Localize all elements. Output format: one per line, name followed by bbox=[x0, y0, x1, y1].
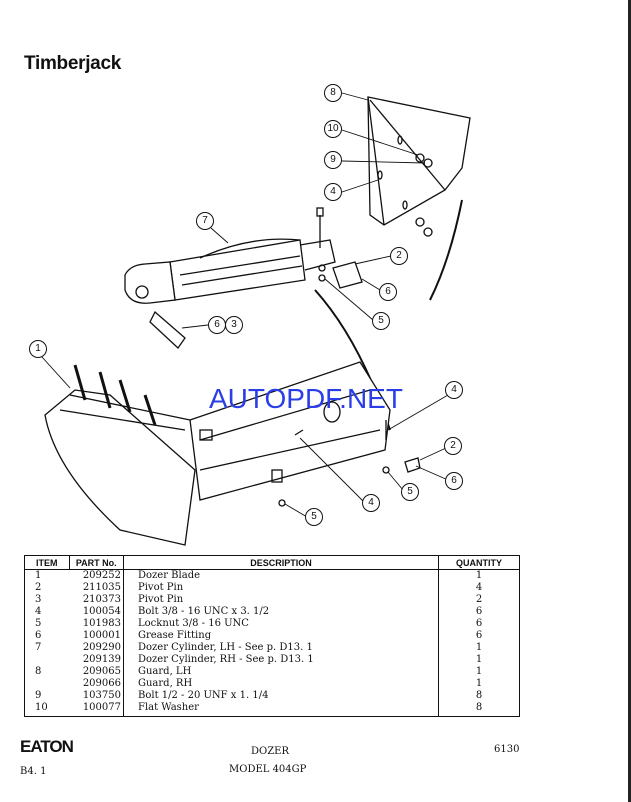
cell-qty: 6 bbox=[438, 618, 520, 630]
table-row: 209139 Dozer Cylinder, RH - See p. D13. 1… bbox=[24, 654, 520, 666]
header-item: ITEM bbox=[24, 555, 70, 570]
cell-item: 7 bbox=[24, 642, 69, 654]
cell-desc: Dozer Cylinder, RH - See p. D13. 1 bbox=[138, 654, 314, 665]
cell-desc: Guard, LH bbox=[138, 666, 192, 677]
callout-5: 5 bbox=[401, 483, 419, 501]
cell-item: 3 bbox=[24, 594, 69, 606]
cell-qty: 1 bbox=[438, 654, 520, 666]
guard-drawing bbox=[367, 96, 471, 226]
cell-part: 209252 bbox=[69, 569, 124, 582]
cell-qty: 4 bbox=[438, 582, 520, 594]
callout-4: 4 bbox=[445, 381, 463, 399]
watermark: AUTOPDF.NET bbox=[209, 383, 403, 414]
cell-desc: Pivot Pin bbox=[138, 582, 184, 593]
cell-part: 210373 bbox=[69, 594, 124, 606]
page-reference: B4. 1 bbox=[20, 766, 47, 777]
callout-3: 3 bbox=[225, 316, 243, 334]
cell-qty: 1 bbox=[438, 642, 520, 654]
brand-title: Timberjack bbox=[24, 53, 121, 74]
callout-8: 8 bbox=[324, 84, 342, 102]
callout-1: 1 bbox=[29, 340, 47, 358]
cell-desc: Bolt 3/8 - 16 UNC x 3. 1/2 bbox=[138, 606, 270, 617]
cell-item: 1 bbox=[24, 569, 69, 582]
callout-7: 7 bbox=[196, 212, 214, 230]
cell-part: 100077 bbox=[69, 702, 124, 717]
cell-desc: Bolt 1/2 - 20 UNF x 1. 1/4 bbox=[138, 690, 269, 701]
page-edge bbox=[628, 0, 631, 802]
callout-4: 4 bbox=[324, 183, 342, 201]
cell-qty: 1 bbox=[438, 678, 520, 690]
cell-item: 9 bbox=[24, 690, 69, 702]
cell-part: 100054 bbox=[69, 606, 124, 618]
cell-qty: 8 bbox=[438, 690, 520, 702]
callout-6: 6 bbox=[445, 472, 463, 490]
callout-9: 9 bbox=[324, 151, 342, 169]
section-title: DOZER bbox=[251, 746, 289, 757]
callout-2: 2 bbox=[444, 437, 462, 455]
cell-item: 5 bbox=[24, 618, 69, 630]
cell-item: 8 bbox=[24, 666, 69, 678]
eaton-logo: EATON bbox=[20, 737, 74, 756]
exploded-parts-diagram bbox=[41, 92, 471, 546]
table-row: 209066 Guard, RH 1 bbox=[24, 678, 520, 690]
header-description: DESCRIPTION bbox=[123, 555, 439, 570]
cell-part: 103750 bbox=[69, 690, 124, 702]
cell-qty: 1 bbox=[438, 569, 520, 582]
cell-part: 209290 bbox=[69, 642, 124, 654]
header-quantity: QUANTITY bbox=[438, 555, 520, 570]
cell-part: 101983 bbox=[69, 618, 124, 630]
callout-6: 6 bbox=[379, 283, 397, 301]
page-code: 6130 bbox=[494, 744, 520, 755]
cell-desc: Guard, RH bbox=[138, 678, 193, 689]
cell-desc: Pivot Pin bbox=[138, 594, 184, 605]
cell-item: 2 bbox=[24, 582, 69, 594]
cell-desc: Flat Washer bbox=[123, 702, 439, 717]
leader-lines bbox=[41, 92, 449, 518]
cell-desc: Locknut 3/8 - 16 UNC bbox=[138, 618, 249, 629]
cell-qty: 6 bbox=[438, 630, 520, 642]
header-part-no: PART No. bbox=[68, 555, 124, 570]
cell-item bbox=[24, 678, 69, 690]
cell-qty: 1 bbox=[438, 666, 520, 678]
callout-4: 4 bbox=[362, 494, 380, 512]
cell-part: 209066 bbox=[69, 678, 124, 690]
cell-desc: Grease Fitting bbox=[138, 630, 212, 641]
model-label: MODEL 404GP bbox=[229, 764, 307, 775]
cell-part: 209065 bbox=[69, 666, 124, 678]
cell-desc: Dozer Cylinder, LH - See p. D13. 1 bbox=[138, 642, 313, 653]
callout-5: 5 bbox=[305, 508, 323, 526]
cell-qty: 8 bbox=[438, 702, 520, 717]
cell-qty: 2 bbox=[438, 594, 520, 606]
cell-item bbox=[24, 654, 69, 666]
cell-part: 209139 bbox=[69, 654, 124, 666]
callout-2: 2 bbox=[390, 247, 408, 265]
cell-desc: Dozer Blade bbox=[138, 570, 201, 581]
dozer-blade-drawing bbox=[44, 361, 391, 546]
callout-10: 10 bbox=[324, 120, 342, 138]
cell-item: 10 bbox=[24, 702, 69, 717]
cell-part: 211035 bbox=[69, 582, 124, 594]
callout-6: 6 bbox=[208, 316, 226, 334]
callout-5: 5 bbox=[372, 312, 390, 330]
cell-qty: 6 bbox=[438, 606, 520, 618]
cell-item: 6 bbox=[24, 630, 69, 642]
cell-item: 4 bbox=[24, 606, 69, 618]
cylinder-drawing bbox=[124, 238, 336, 304]
cell-part: 100001 bbox=[69, 630, 124, 642]
